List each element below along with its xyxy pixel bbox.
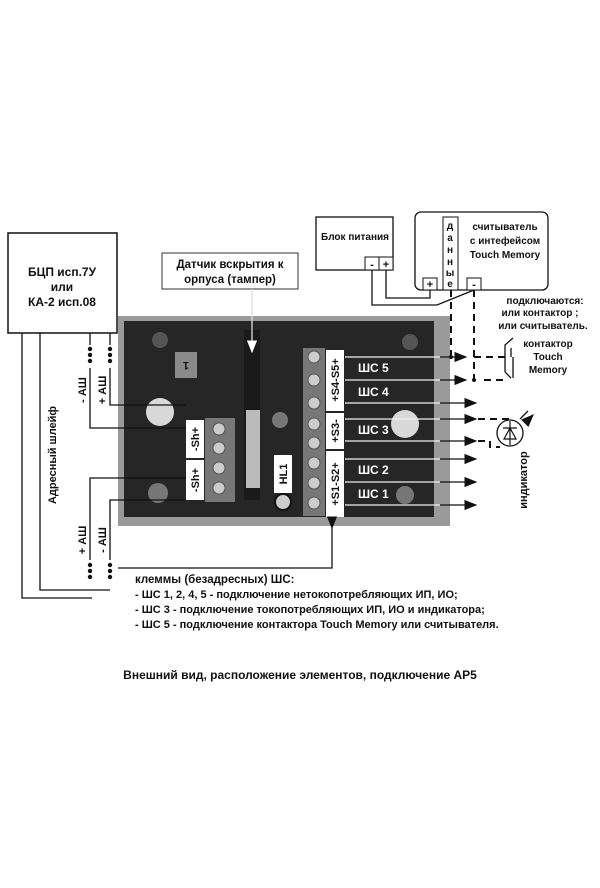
data-letter: д xyxy=(447,221,454,232)
mount-hole xyxy=(148,483,168,503)
led-hl1 xyxy=(274,493,292,511)
terminal-label-s1-s2: +S1-S2+ xyxy=(330,462,342,505)
data-letter: а xyxy=(447,233,453,244)
data-letter: е xyxy=(447,279,453,290)
reader-plus: + xyxy=(427,279,433,291)
contactor-line: Touch xyxy=(533,352,562,363)
controller-line: КА-2 исп.08 xyxy=(28,295,96,309)
controller-line: БЦП исп.7У xyxy=(28,265,97,279)
mount-hole xyxy=(152,332,168,348)
zone-label-4: ШС 4 xyxy=(358,385,389,399)
address-loop-label: Адресный шлейф xyxy=(47,406,59,504)
zone-label-3: ШС 3 xyxy=(358,423,389,437)
reader-line: с интефейсом xyxy=(470,235,540,247)
reader-line: Touch Memory xyxy=(470,250,541,261)
notes-item: - ШС 1, 2, 4, 5 - подключение нетокопотр… xyxy=(135,589,458,601)
loop-plus-top: + АШ xyxy=(97,376,109,404)
loop-minus-top: - АШ xyxy=(77,377,89,403)
connect-note-line: подключаются: xyxy=(506,296,583,307)
zone-wires xyxy=(345,351,478,511)
contactor-symbol xyxy=(504,337,514,379)
reader-minus: - xyxy=(472,279,476,291)
power-supply-box: Блок питания - + xyxy=(315,216,394,271)
mount-hole xyxy=(146,398,174,426)
indicator-label: индикатор xyxy=(518,451,530,509)
zone-label-5: ШС 5 xyxy=(358,361,389,375)
loop-plus-bottom: + АШ xyxy=(77,526,89,554)
controller-line: или xyxy=(51,280,73,294)
address-loop-wiring xyxy=(21,333,186,599)
ap5-board: 1 -Sh+ -Sh+ HL1 +S4-S5+ +S3- +S1-S2+ ШС … xyxy=(118,316,450,526)
terminal-label-s3: +S3- xyxy=(330,419,342,443)
reader-line: считыватель xyxy=(472,222,537,233)
controller-box: БЦП исп.7У или КА-2 исп.08 xyxy=(7,232,118,334)
power-plus: + xyxy=(383,259,389,271)
jumper xyxy=(175,352,197,378)
data-letter: ы xyxy=(446,268,455,279)
indicator-led-icon xyxy=(478,411,533,448)
notes-item: - ШС 5 - подключение контактора Touch Me… xyxy=(135,619,499,631)
connect-note-line: или контактор ; xyxy=(501,308,578,319)
sh-label: -Sh+ xyxy=(190,468,202,492)
caption: Внешний вид, расположение элементов, под… xyxy=(123,668,477,682)
mount-hole xyxy=(396,486,414,504)
hl1-label: HL1 xyxy=(278,464,290,485)
zone-label-2: ШС 2 xyxy=(358,463,389,477)
contactor-line: Memory xyxy=(529,365,568,376)
terminal-label-s4-s5: +S4-S5+ xyxy=(330,358,342,401)
notes-item: - ШС 3 - подключение токопотребляющих ИП… xyxy=(135,604,485,616)
tamper-label: Датчик вскрытия к орпуса (тампер) xyxy=(161,252,299,354)
zone-terminal-block xyxy=(303,348,325,516)
tamper-line: орпуса (тампер) xyxy=(184,274,276,286)
reader-box: д а н н ы е считыватель с интефейсом Tou… xyxy=(414,211,549,291)
sh-label: -Sh+ xyxy=(190,427,202,451)
contactor-line: контактор xyxy=(523,339,572,350)
jumper-label: 1 xyxy=(183,359,189,371)
connect-note-line: или считыватель. xyxy=(498,321,588,332)
power-minus: - xyxy=(370,259,374,271)
power-supply-label: Блок питания xyxy=(321,232,389,243)
mount-hole xyxy=(402,334,418,350)
tamper-line: Датчик вскрытия к xyxy=(176,259,283,271)
mount-hole xyxy=(391,410,419,438)
data-letter: н xyxy=(447,257,453,268)
tamper-switch xyxy=(246,410,260,488)
notes-title: клеммы (безадресных) ШС: xyxy=(135,574,294,586)
loop-minus-bottom: - АШ xyxy=(97,527,109,553)
data-letter: н xyxy=(447,245,453,256)
zone-label-1: ШС 1 xyxy=(358,487,389,501)
